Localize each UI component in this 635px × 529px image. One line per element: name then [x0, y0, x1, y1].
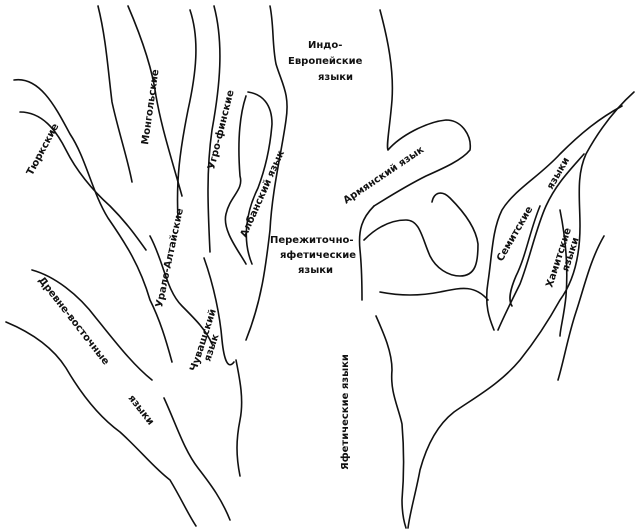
label-drevne-line2: языки	[126, 393, 156, 427]
branch-yafet-left	[235, 359, 243, 477]
branch-ural-altaic-trunk	[149, 235, 213, 345]
branch-mongolskie-left	[97, 5, 133, 183]
branch-mongolskie-right	[127, 5, 183, 197]
branch-semitskie-inner	[497, 153, 585, 331]
branch-right-lower-mid	[379, 287, 489, 301]
branch-yafet-right	[163, 397, 231, 521]
label-perezhitochno-line1: Пережиточно-	[270, 235, 354, 246]
branch-right-lower-left	[375, 315, 407, 529]
label-armyanskiy: Армянский язык	[342, 144, 427, 206]
branch-tyurkskie-outer	[13, 79, 173, 363]
branch-khamitskie-left	[509, 205, 541, 307]
branch-tyurkskie-inner	[19, 111, 147, 251]
branch-khamitskie-right	[559, 209, 568, 337]
label-indo-line2: Европейские	[288, 56, 363, 67]
branch-right-outer	[557, 235, 605, 381]
label-albanskiy: Албанский язык	[238, 148, 287, 239]
label-drevne-line1: Древне-восточные	[36, 275, 112, 367]
label-indo-line1: Индо-	[308, 40, 342, 51]
label-perezhitochno-line2: яфетические	[280, 249, 356, 261]
branch-armyanskiy-lower	[358, 205, 375, 301]
label-indo-line3: языки	[318, 72, 353, 83]
branch-armyanskiy-upper	[373, 9, 471, 207]
branch-ugro-left	[176, 9, 197, 219]
branch-chuvash-trunk	[203, 257, 235, 366]
branch-ugro-right	[207, 5, 221, 253]
branch-right-main	[407, 91, 635, 529]
label-tyurkskie: Тюркские	[25, 122, 62, 178]
label-semitskie-line2: языки	[545, 156, 572, 192]
branch-albanskiy-right	[245, 91, 273, 265]
branch-drevne-lower	[5, 321, 197, 527]
branch-yafet-lobe	[363, 192, 479, 277]
label-perezhitochno-line3: языки	[298, 265, 333, 276]
label-yafeticheskie: Яфетические языки	[339, 354, 351, 470]
branch-drevne-upper	[31, 269, 153, 381]
branch-albanskiy-left	[224, 95, 247, 265]
label-ugro-finskie: Угро-финские	[205, 89, 236, 171]
branch-semitskie-outer	[485, 105, 623, 331]
branch-indo-left	[245, 5, 288, 341]
